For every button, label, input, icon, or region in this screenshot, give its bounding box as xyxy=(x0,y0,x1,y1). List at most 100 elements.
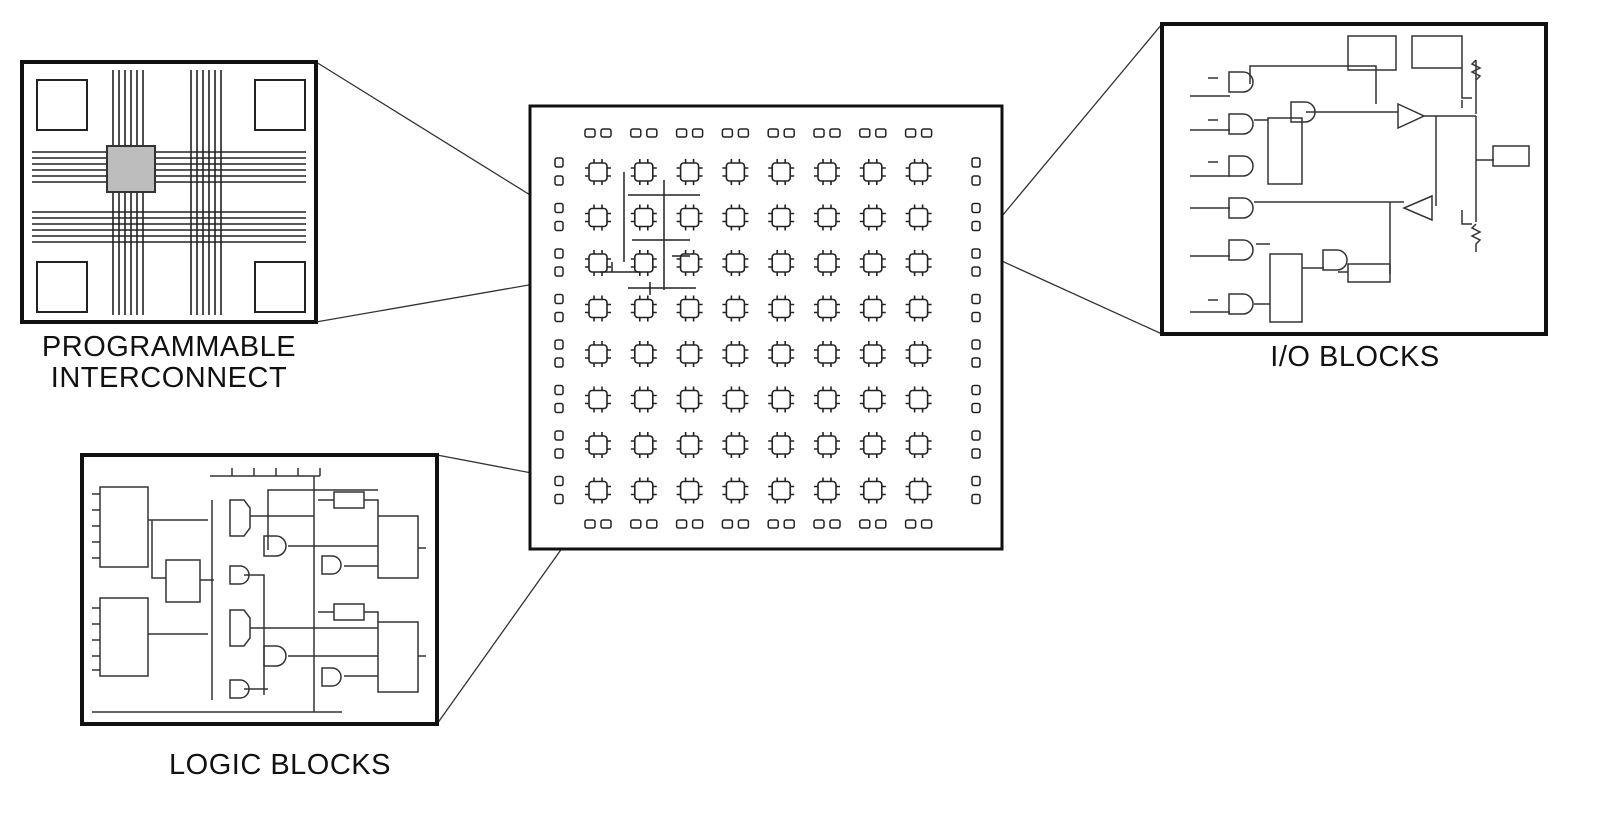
io-pad-left xyxy=(554,202,564,232)
interconnect-panel xyxy=(20,60,318,324)
io-pad-right xyxy=(971,202,981,232)
logic-block xyxy=(676,341,703,367)
logic-block xyxy=(630,432,657,458)
chip-routing xyxy=(600,172,700,295)
io-pad-bottom xyxy=(630,519,658,529)
switch-box xyxy=(106,145,156,193)
io-pad-bottom xyxy=(904,519,933,529)
io-pad-top xyxy=(675,128,704,138)
logic-block xyxy=(722,204,749,231)
logic-block xyxy=(905,295,932,322)
io-pad-top xyxy=(630,128,658,138)
io-pad-right xyxy=(971,384,981,414)
logic-block xyxy=(722,159,749,185)
logic-block xyxy=(722,477,749,504)
logic-block xyxy=(905,250,932,276)
logic-block xyxy=(630,477,657,504)
io-pad-left xyxy=(554,384,564,414)
logic-block xyxy=(768,341,795,367)
io-pad-bottom xyxy=(675,519,704,529)
io-pad-top xyxy=(904,128,933,138)
io-pad-right xyxy=(971,475,981,505)
interconnect-label-line2: INTERCONNECT xyxy=(50,362,288,394)
io-pad-left xyxy=(554,248,564,277)
logic-block xyxy=(722,250,749,276)
logic-blocks-panel xyxy=(80,453,439,726)
logic-block xyxy=(768,386,795,413)
logic-block xyxy=(814,386,840,413)
io-pad-left xyxy=(554,430,564,459)
logic-block xyxy=(585,295,611,322)
io-pad-bottom xyxy=(767,519,795,529)
io-pad-top xyxy=(813,128,841,138)
io-pad-bottom xyxy=(584,519,612,529)
io-pad-left xyxy=(554,339,564,368)
io-pad-left xyxy=(554,157,564,186)
logic-block xyxy=(768,477,795,504)
logic-block-array xyxy=(554,128,981,529)
logic-block xyxy=(722,341,749,367)
fpga-chip xyxy=(528,104,1004,551)
logic-block xyxy=(859,295,886,322)
logic-block xyxy=(722,432,749,458)
logic-block xyxy=(859,159,886,185)
logic-block xyxy=(585,432,611,458)
logic-block xyxy=(905,386,932,413)
logic-block xyxy=(768,295,795,322)
io-pad-right xyxy=(971,157,981,186)
logic-block xyxy=(630,386,657,413)
interconnect-label-line1: PROGRAMMABLE xyxy=(41,331,297,363)
logic-block xyxy=(585,204,611,231)
io-pad-top xyxy=(859,128,887,138)
logic-block xyxy=(814,295,840,322)
logic-block xyxy=(905,477,932,504)
logic-block xyxy=(768,204,795,231)
io-pad-right xyxy=(971,430,981,459)
logic-block xyxy=(768,250,795,276)
logic-block xyxy=(814,341,840,367)
io-pad-bottom xyxy=(813,519,841,529)
logic-block xyxy=(905,159,932,185)
io-blocks-panel xyxy=(1160,22,1548,336)
io-pad-top xyxy=(721,128,750,138)
io-pad-top xyxy=(767,128,795,138)
logic-block xyxy=(630,341,657,367)
logic-block xyxy=(814,250,840,276)
logic-block xyxy=(676,386,703,413)
logic-block xyxy=(630,159,657,185)
logic-block xyxy=(585,159,611,185)
logic-block xyxy=(859,432,886,458)
logic-block xyxy=(676,159,703,185)
io-pad-right xyxy=(971,293,981,323)
logic-block xyxy=(722,386,749,413)
logic-block xyxy=(814,204,840,231)
logic-block xyxy=(630,250,657,276)
io-blocks-label: I/O BLOCKS xyxy=(1270,341,1440,373)
logic-block xyxy=(905,204,932,231)
logic-block xyxy=(722,295,749,322)
logic-block xyxy=(905,432,932,458)
logic-block xyxy=(768,432,795,458)
logic-block xyxy=(814,159,840,185)
logic-block xyxy=(676,432,703,458)
logic-block xyxy=(585,250,611,276)
io-pad-bottom xyxy=(721,519,750,529)
logic-block xyxy=(630,295,657,322)
logic-block xyxy=(814,477,840,504)
logic-block xyxy=(676,250,703,276)
io-pad-right xyxy=(971,339,981,368)
io-pad-bottom xyxy=(859,519,887,529)
logic-block xyxy=(676,295,703,322)
logic-block xyxy=(859,341,886,367)
io-pad-left xyxy=(554,475,564,505)
logic-block xyxy=(905,341,932,367)
logic-block xyxy=(676,204,703,231)
logic-blocks-label: LOGIC BLOCKS xyxy=(169,749,391,781)
io-pad-top xyxy=(584,128,612,138)
logic-block xyxy=(859,250,886,276)
interconnect-label: PROGRAMMABLE INTERCONNECT xyxy=(14,332,324,394)
logic-block xyxy=(585,477,611,504)
logic-block xyxy=(585,386,611,413)
io-pad-right xyxy=(971,248,981,277)
